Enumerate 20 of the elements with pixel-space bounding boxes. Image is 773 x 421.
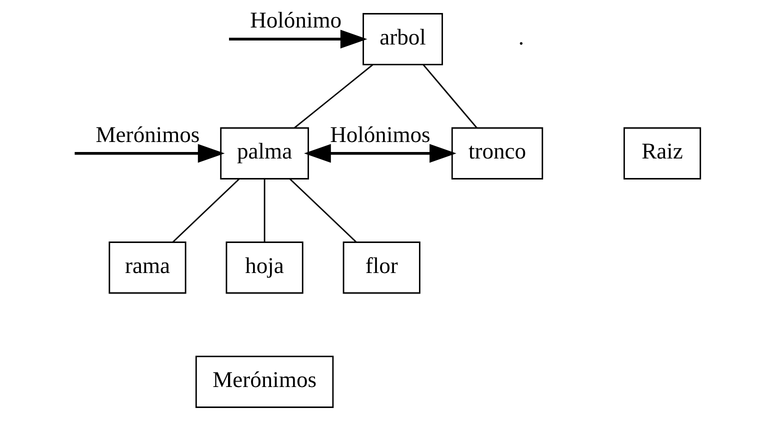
arrow: [304, 144, 456, 163]
edge-label: Holónimo: [250, 8, 342, 33]
node-box: arbol: [362, 13, 442, 66]
node-box: rama: [108, 242, 186, 294]
arrow: [228, 30, 367, 49]
node-box: Merónimos: [194, 356, 334, 408]
node-box: Raiz: [623, 127, 701, 180]
edge-label: Merónimos: [95, 122, 200, 147]
arrow: [74, 144, 224, 163]
connector: [263, 178, 265, 242]
node-box: palma: [220, 127, 308, 180]
node-box: flor: [342, 242, 420, 294]
connector: [294, 64, 373, 128]
label: .: [518, 24, 524, 50]
edge-label: Holónimos: [330, 122, 430, 147]
node-box: tronco: [450, 127, 543, 180]
connector: [288, 178, 356, 243]
connector: [172, 178, 240, 243]
node-box: hoja: [225, 242, 303, 294]
connector: [422, 64, 477, 128]
